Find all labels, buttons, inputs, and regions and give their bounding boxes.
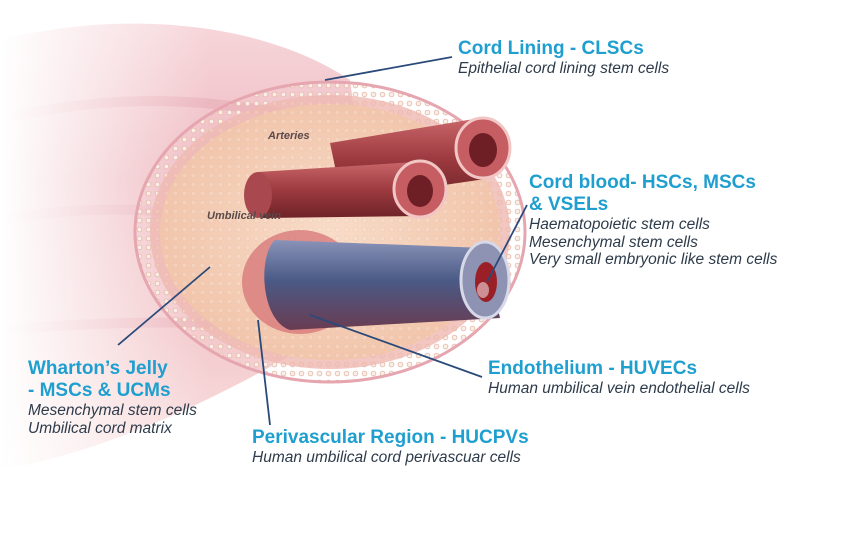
callout-whartons-jelly: Wharton’s Jelly - MSCs & UCMs Mesenchyma… bbox=[28, 358, 197, 437]
leader-cord-blood bbox=[486, 204, 528, 283]
callout-endothelium: Endothelium - HUVECs Human umbilical vei… bbox=[488, 358, 750, 398]
whartons-jelly-title-line1: Wharton’s Jelly bbox=[28, 358, 168, 379]
cord-blood-line-1: Haematopoietic stem cells bbox=[529, 215, 710, 233]
perivascular-title: Perivascular Region - HUCPVs bbox=[252, 427, 529, 448]
endothelium-title: Endothelium - HUVECs bbox=[488, 358, 698, 379]
whartons-jelly-line-2: Umbilical cord matrix bbox=[28, 419, 172, 437]
umbilical-vein bbox=[242, 230, 511, 334]
leader-lines bbox=[117, 56, 528, 426]
perivascular-line: Human umbilical cord perivascuar cells bbox=[252, 448, 521, 466]
cord-blood-title-line2: & VSELs bbox=[529, 193, 609, 215]
leader-whartons-jelly bbox=[117, 266, 211, 346]
artery-lower bbox=[244, 159, 448, 219]
cord-lining-title: Cord Lining - CLSCs bbox=[458, 38, 644, 59]
cord-blood-line-3: Very small embryonic like stem cells bbox=[529, 251, 778, 269]
whartons-jelly-line-1: Mesenchymal stem cells bbox=[28, 401, 197, 419]
callout-cord-lining: Cord Lining - CLSCs Epithelial cord lini… bbox=[458, 38, 669, 78]
leader-endothelium bbox=[309, 314, 483, 378]
leader-cord-lining bbox=[324, 56, 453, 81]
arteries-label: Arteries bbox=[268, 130, 310, 142]
cord-blood-line-2: Mesenchymal stem cells bbox=[529, 233, 698, 251]
callout-perivascular: Perivascular Region - HUCPVs Human umbil… bbox=[252, 427, 529, 467]
endothelium-line: Human umbilical vein endothelial cells bbox=[488, 379, 750, 397]
leader-perivascular bbox=[257, 319, 271, 426]
cord-blood-title-line1: Cord blood- HSCs, MSCs bbox=[529, 172, 756, 193]
whartons-jelly-title-line2: - MSCs & UCMs bbox=[28, 379, 171, 401]
umbilical-vein-label: Umbilical vein bbox=[207, 210, 281, 222]
callout-cord-blood: Cord blood- HSCs, MSCs & VSELs Haematopo… bbox=[529, 172, 777, 269]
cord-lining-line: Epithelial cord lining stem cells bbox=[458, 59, 670, 77]
